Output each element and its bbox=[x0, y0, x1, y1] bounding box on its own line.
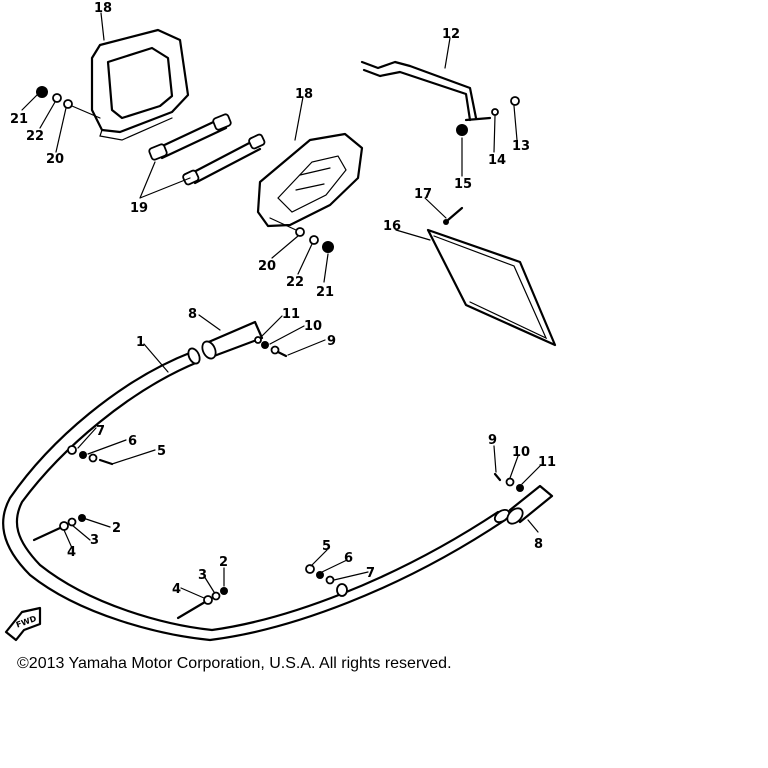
label-part-9: 9 bbox=[488, 433, 497, 448]
label-part-5: 5 bbox=[322, 539, 331, 554]
label-part-22: 22 bbox=[26, 129, 44, 144]
end-cap-lower bbox=[506, 484, 554, 525]
label-part-1: 1 bbox=[136, 335, 145, 350]
label-part-8: 8 bbox=[534, 537, 543, 552]
label-part-9: 9 bbox=[327, 334, 336, 349]
label-part-18: 18 bbox=[94, 1, 112, 16]
part-labels: 18 21 22 20 19 18 20 22 21 12 13 14 15 1… bbox=[10, 1, 556, 597]
nut-washer-set-right bbox=[269, 217, 334, 253]
label-part-10: 10 bbox=[512, 445, 530, 460]
label-part-7: 7 bbox=[366, 566, 375, 581]
label-part-22: 22 bbox=[286, 275, 304, 290]
label-part-15: 15 bbox=[454, 177, 472, 192]
label-part-19: 19 bbox=[130, 201, 148, 216]
label-part-6: 6 bbox=[344, 551, 353, 566]
hardware-bottom-left bbox=[176, 587, 228, 620]
label-part-12: 12 bbox=[442, 27, 460, 42]
label-part-3: 3 bbox=[198, 568, 207, 583]
leader-lines bbox=[21, 12, 541, 599]
label-part-14: 14 bbox=[488, 153, 506, 168]
backrest-bracket-right bbox=[256, 132, 364, 228]
backrest-bracket-left bbox=[90, 28, 190, 141]
copyright-notice: ©2013 Yamaha Motor Corporation, U.S.A. A… bbox=[17, 655, 452, 672]
bumper-bar bbox=[2, 347, 511, 642]
nut-washer-set-left bbox=[36, 86, 101, 119]
label-part-2: 2 bbox=[112, 521, 121, 536]
forward-direction-icon: FWD bbox=[4, 606, 42, 642]
label-part-13: 13 bbox=[512, 139, 530, 154]
end-cap-upper bbox=[201, 320, 264, 360]
bracket-bar-upper bbox=[148, 113, 232, 161]
label-part-20: 20 bbox=[46, 152, 64, 167]
hardware-upper bbox=[254, 336, 288, 358]
label-part-17: 17 bbox=[414, 187, 432, 202]
label-part-8: 8 bbox=[188, 307, 197, 322]
label-part-16: 16 bbox=[383, 219, 401, 234]
label-part-4: 4 bbox=[172, 582, 181, 597]
label-part-5: 5 bbox=[157, 444, 166, 459]
plate-screw bbox=[443, 206, 464, 225]
grab-handle bbox=[360, 60, 520, 136]
label-part-11: 11 bbox=[282, 307, 300, 322]
label-part-10: 10 bbox=[304, 319, 322, 334]
bracket-bar-lower bbox=[182, 133, 266, 186]
label-part-18: 18 bbox=[295, 87, 313, 102]
label-part-20: 20 bbox=[258, 259, 276, 274]
label-part-6: 6 bbox=[128, 434, 137, 449]
label-part-21: 21 bbox=[316, 285, 334, 300]
label-part-21: 21 bbox=[10, 112, 28, 127]
license-plate bbox=[426, 228, 557, 347]
hardware-lower bbox=[493, 472, 524, 492]
label-part-2: 2 bbox=[219, 555, 228, 570]
label-part-3: 3 bbox=[90, 533, 99, 548]
label-part-4: 4 bbox=[67, 545, 76, 560]
label-part-11: 11 bbox=[538, 455, 556, 470]
label-part-7: 7 bbox=[96, 424, 105, 439]
hardware-left-upper bbox=[67, 445, 114, 466]
hardware-left-lower bbox=[32, 514, 86, 542]
